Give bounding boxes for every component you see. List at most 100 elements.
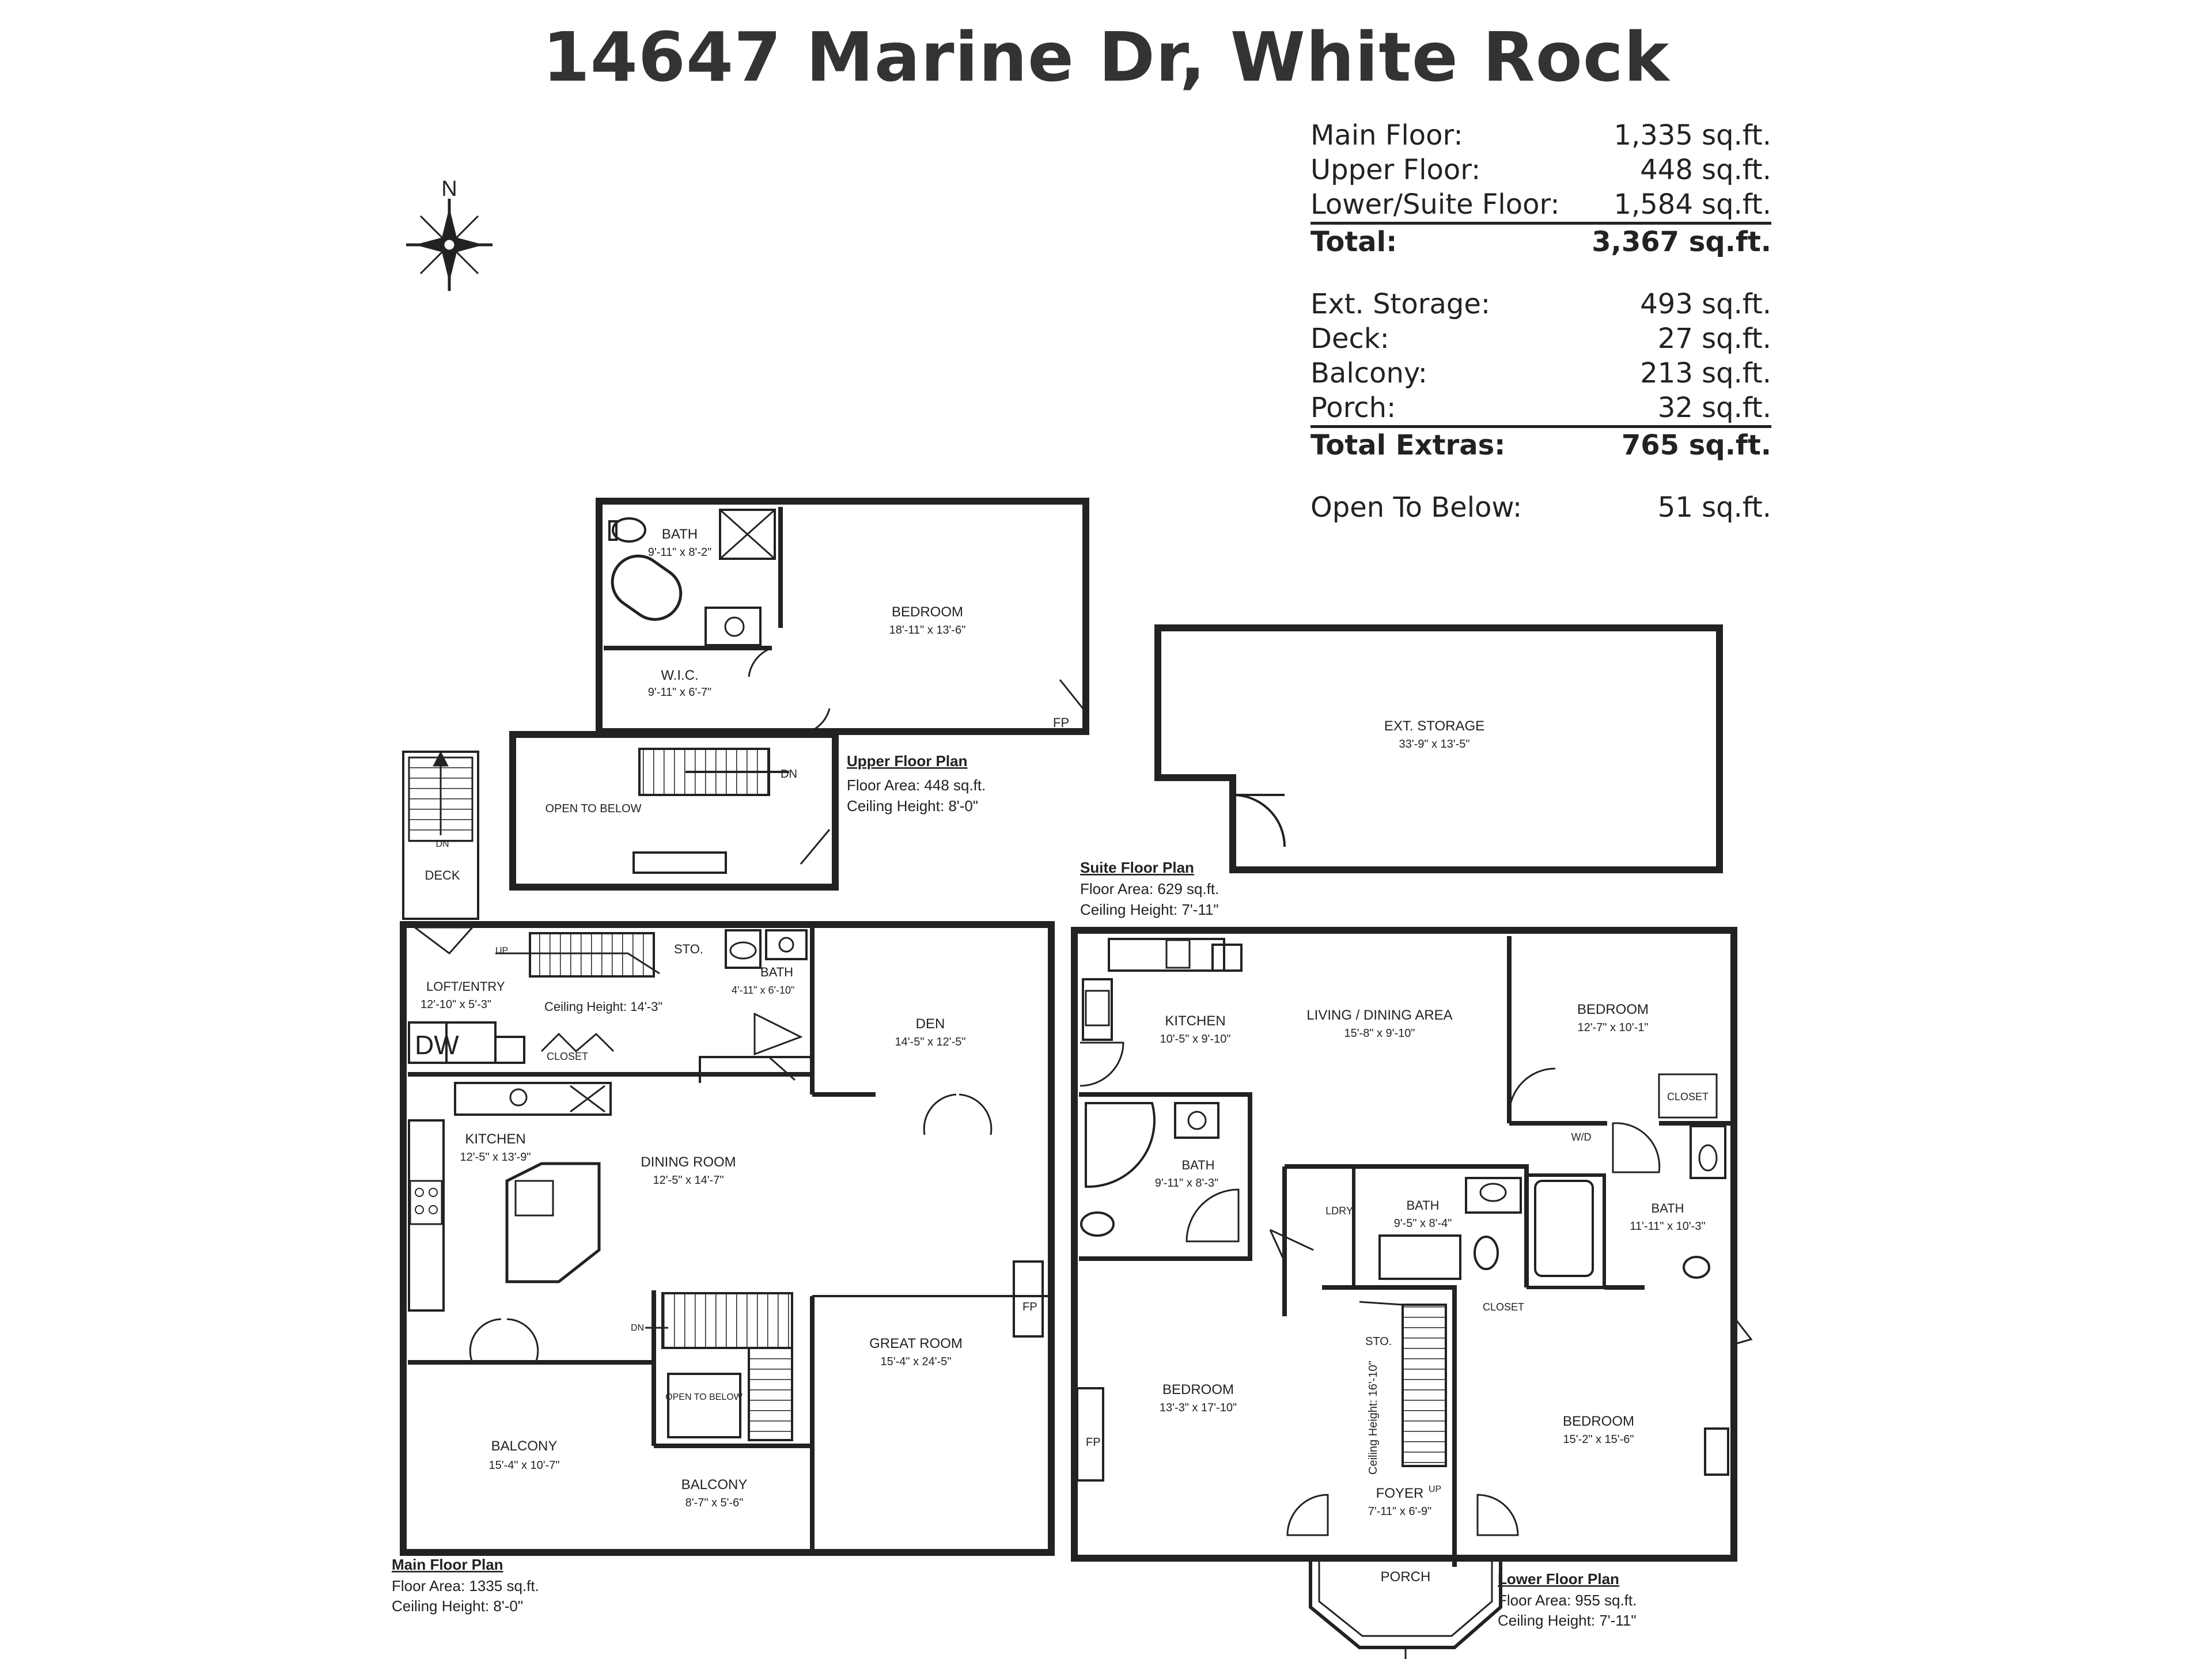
svg-text:W/D: W/D (1571, 1131, 1592, 1143)
svg-text:FP: FP (1086, 1436, 1101, 1449)
svg-text:DN: DN (435, 839, 449, 849)
svg-text:9'-5" x 8'-4": 9'-5" x 8'-4" (1394, 1217, 1452, 1230)
svg-text:Upper Floor Plan: Upper Floor Plan (847, 752, 967, 770)
svg-text:Floor Area: 955 sq.ft.: Floor Area: 955 sq.ft. (1498, 1592, 1637, 1609)
svg-text:Ceiling Height: 7'-11": Ceiling Height: 7'-11" (1498, 1612, 1637, 1629)
svg-text:W.I.C.: W.I.C. (661, 668, 698, 683)
svg-text:DN: DN (781, 768, 797, 781)
north-label: N (441, 177, 457, 201)
svg-text:4'-11" x 6'-10": 4'-11" x 6'-10" (732, 984, 794, 996)
area-row-total: Total:3,367 sq.ft. (1310, 222, 1771, 259)
svg-text:BEDROOM: BEDROOM (1563, 1414, 1634, 1429)
upper-floor-labels: BATH 9'-11" x 8'-2" BEDROOM 18'-11" x 13… (545, 527, 1069, 815)
lower-floor-labels: Suite Floor Plan Floor Area: 629 sq.ft. … (1080, 859, 1709, 1629)
svg-text:BEDROOM: BEDROOM (892, 604, 963, 620)
svg-text:Ceiling Height: 8'-0": Ceiling Height: 8'-0" (392, 1597, 523, 1615)
svg-text:FP: FP (1053, 715, 1069, 730)
svg-text:9'-11" x 8'-2": 9'-11" x 8'-2" (648, 546, 711, 559)
upper-floor-plan (509, 498, 1089, 891)
area-row-main: Main Floor:1,335 sq.ft. (1310, 119, 1771, 151)
svg-text:STO.: STO. (674, 942, 703, 956)
svg-text:9'-11" x 8'-3": 9'-11" x 8'-3" (1155, 1177, 1218, 1190)
extra-row-porch: Porch:32 sq.ft. (1310, 392, 1771, 424)
svg-text:15'-2" x 15'-6": 15'-2" x 15'-6" (1563, 1433, 1634, 1446)
svg-text:BATH: BATH (1406, 1198, 1439, 1213)
svg-text:15'-8" x 9'-10": 15'-8" x 9'-10" (1344, 1027, 1415, 1040)
area-row-lower: Lower/Suite Floor:1,584 sq.ft. (1310, 188, 1771, 221)
svg-text:LOFT/ENTRY: LOFT/ENTRY (426, 979, 505, 994)
svg-text:Suite Floor Plan: Suite Floor Plan (1080, 859, 1194, 876)
svg-text:DN: DN (631, 1323, 644, 1333)
svg-text:CLOSET: CLOSET (1483, 1301, 1524, 1313)
svg-text:Ceiling Height: 8'-0": Ceiling Height: 8'-0" (847, 797, 978, 815)
svg-text:PORCH: PORCH (1381, 1569, 1431, 1585)
area-row-upper: Upper Floor:448 sq.ft. (1310, 154, 1771, 186)
svg-text:FOYER: FOYER (1376, 1486, 1424, 1501)
svg-text:Lower Floor Plan: Lower Floor Plan (1498, 1570, 1619, 1588)
open-below-row: Open To Below:51 sq.ft. (1310, 491, 1771, 524)
svg-text:OPEN TO BELOW: OPEN TO BELOW (665, 1392, 743, 1402)
svg-text:STO.: STO. (1365, 1335, 1392, 1348)
svg-text:Floor Area: 1335 sq.ft.: Floor Area: 1335 sq.ft. (392, 1577, 539, 1594)
extra-row-balcony: Balcony:213 sq.ft. (1310, 357, 1771, 389)
svg-text:Floor Area: 448 sq.ft.: Floor Area: 448 sq.ft. (847, 777, 986, 794)
svg-text:Ceiling Height: 14'-3": Ceiling Height: 14'-3" (544, 999, 662, 1014)
svg-text:DINING ROOM: DINING ROOM (641, 1154, 736, 1170)
svg-text:18'-11" x 13'-6": 18'-11" x 13'-6" (889, 624, 966, 637)
svg-text:12'-10" x 5'-3": 12'-10" x 5'-3" (421, 998, 491, 1011)
svg-text:OPEN TO BELOW: OPEN TO BELOW (545, 802, 641, 815)
svg-text:BEDROOM: BEDROOM (1577, 1002, 1649, 1017)
svg-text:11'-11" x 10'-3": 11'-11" x 10'-3" (1630, 1220, 1705, 1233)
svg-text:12'-5" x 14'-7": 12'-5" x 14'-7" (653, 1174, 724, 1187)
ext-storage-labels: EXT. STORAGE 33'-9" x 13'-5" (1384, 718, 1484, 751)
svg-text:LDRY: LDRY (1325, 1205, 1353, 1217)
lower-floor-plan (1071, 927, 1753, 1659)
main-floor-plan (400, 921, 1055, 1556)
svg-text:33'-9" x 13'-5": 33'-9" x 13'-5" (1399, 738, 1469, 751)
svg-text:DEN: DEN (916, 1016, 945, 1032)
extra-row-deck: Deck:27 sq.ft. (1310, 323, 1771, 355)
svg-text:GREAT ROOM: GREAT ROOM (869, 1336, 963, 1351)
area-summary-table: Main Floor:1,335 sq.ft. Upper Floor:448 … (1310, 118, 1771, 525)
svg-text:Floor Area: 629 sq.ft.: Floor Area: 629 sq.ft. (1080, 880, 1219, 897)
svg-text:BATH: BATH (1651, 1201, 1684, 1215)
svg-text:DECK: DECK (425, 868, 460, 882)
svg-text:Ceiling Height: 7'-11": Ceiling Height: 7'-11" (1080, 901, 1219, 918)
svg-text:BALCONY: BALCONY (681, 1477, 748, 1493)
page-title: 14647 Marine Dr, White Rock (542, 17, 1670, 97)
svg-text:13'-3" x 17'-10": 13'-3" x 17'-10" (1160, 1402, 1237, 1414)
svg-text:UP: UP (495, 946, 508, 956)
main-floor-labels: LOFT/ENTRY 12'-10" x 5'-3" Ceiling Heigh… (392, 942, 1037, 1615)
svg-text:BATH: BATH (1181, 1158, 1214, 1172)
svg-text:12'-7" x 10'-1": 12'-7" x 10'-1" (1577, 1021, 1648, 1034)
svg-text:LIVING / DINING AREA: LIVING / DINING AREA (1306, 1007, 1452, 1023)
svg-text:EXT. STORAGE: EXT. STORAGE (1384, 718, 1484, 734)
svg-text:10'-5" x 9'-10": 10'-5" x 9'-10" (1160, 1033, 1230, 1046)
extra-row-storage: Ext. Storage:493 sq.ft. (1310, 288, 1771, 320)
svg-text:7'-11" x 6'-9": 7'-11" x 6'-9" (1368, 1505, 1431, 1518)
svg-text:KITCHEN: KITCHEN (1165, 1013, 1225, 1029)
svg-text:14'-5" x 12'-5": 14'-5" x 12'-5" (895, 1036, 965, 1048)
svg-text:15'-4" x 24'-5": 15'-4" x 24'-5" (880, 1355, 951, 1368)
svg-text:FP: FP (1022, 1301, 1037, 1313)
svg-text:Ceiling Height: 16'-10": Ceiling Height: 16'-10" (1367, 1361, 1380, 1475)
extra-row-total: Total Extras:765 sq.ft. (1310, 425, 1771, 463)
svg-text:12'-5" x 13'-9": 12'-5" x 13'-9" (460, 1151, 531, 1164)
svg-text:CLOSET: CLOSET (1667, 1091, 1709, 1103)
svg-text:CLOSET: CLOSET (547, 1051, 588, 1062)
svg-text:8'-7" x 5'-6": 8'-7" x 5'-6" (685, 1497, 744, 1509)
svg-text:BATH: BATH (662, 527, 698, 542)
svg-text:BEDROOM: BEDROOM (1162, 1382, 1234, 1397)
ext-storage-plan (1154, 624, 1723, 873)
svg-text:UP: UP (1429, 1484, 1441, 1494)
deck-labels: DN DECK (425, 839, 460, 882)
svg-text:BALCONY: BALCONY (491, 1438, 558, 1454)
svg-text:15'-4" x 10'-7": 15'-4" x 10'-7" (488, 1459, 559, 1472)
svg-text:Main Floor Plan: Main Floor Plan (392, 1556, 503, 1573)
svg-text:KITCHEN: KITCHEN (465, 1131, 525, 1147)
svg-text:DW: DW (415, 1030, 459, 1060)
svg-text:BATH: BATH (760, 965, 793, 979)
svg-text:9'-11" x 6'-7": 9'-11" x 6'-7" (648, 686, 711, 699)
deck-plan (402, 751, 479, 920)
